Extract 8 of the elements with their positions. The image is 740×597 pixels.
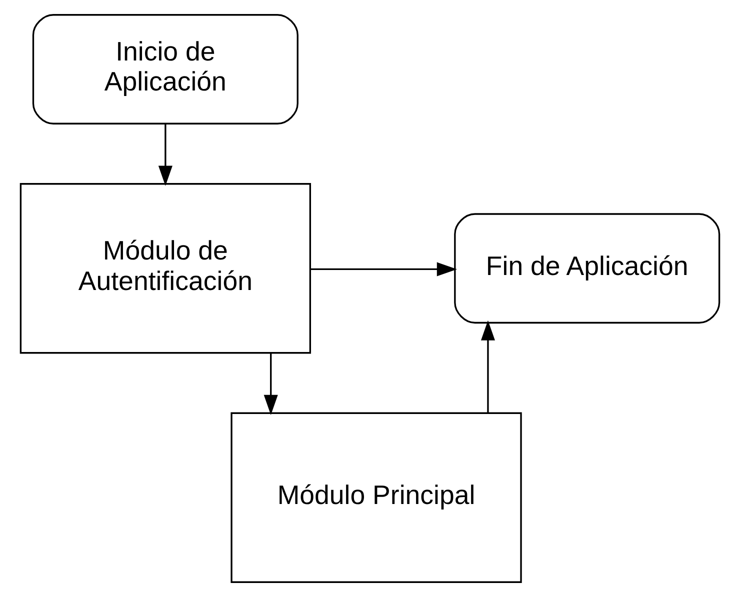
- arrow: [480, 320, 495, 413]
- node-box: Módulo Principal: [230, 412, 522, 583]
- arrow: [310, 262, 457, 276]
- arrow: [264, 353, 278, 416]
- node-box: Módulo de Autentificación: [20, 183, 312, 354]
- node-box: Inicio de Aplicación: [32, 14, 298, 124]
- arrow: [158, 124, 172, 186]
- node-box: Fin de Aplicación: [454, 213, 720, 324]
